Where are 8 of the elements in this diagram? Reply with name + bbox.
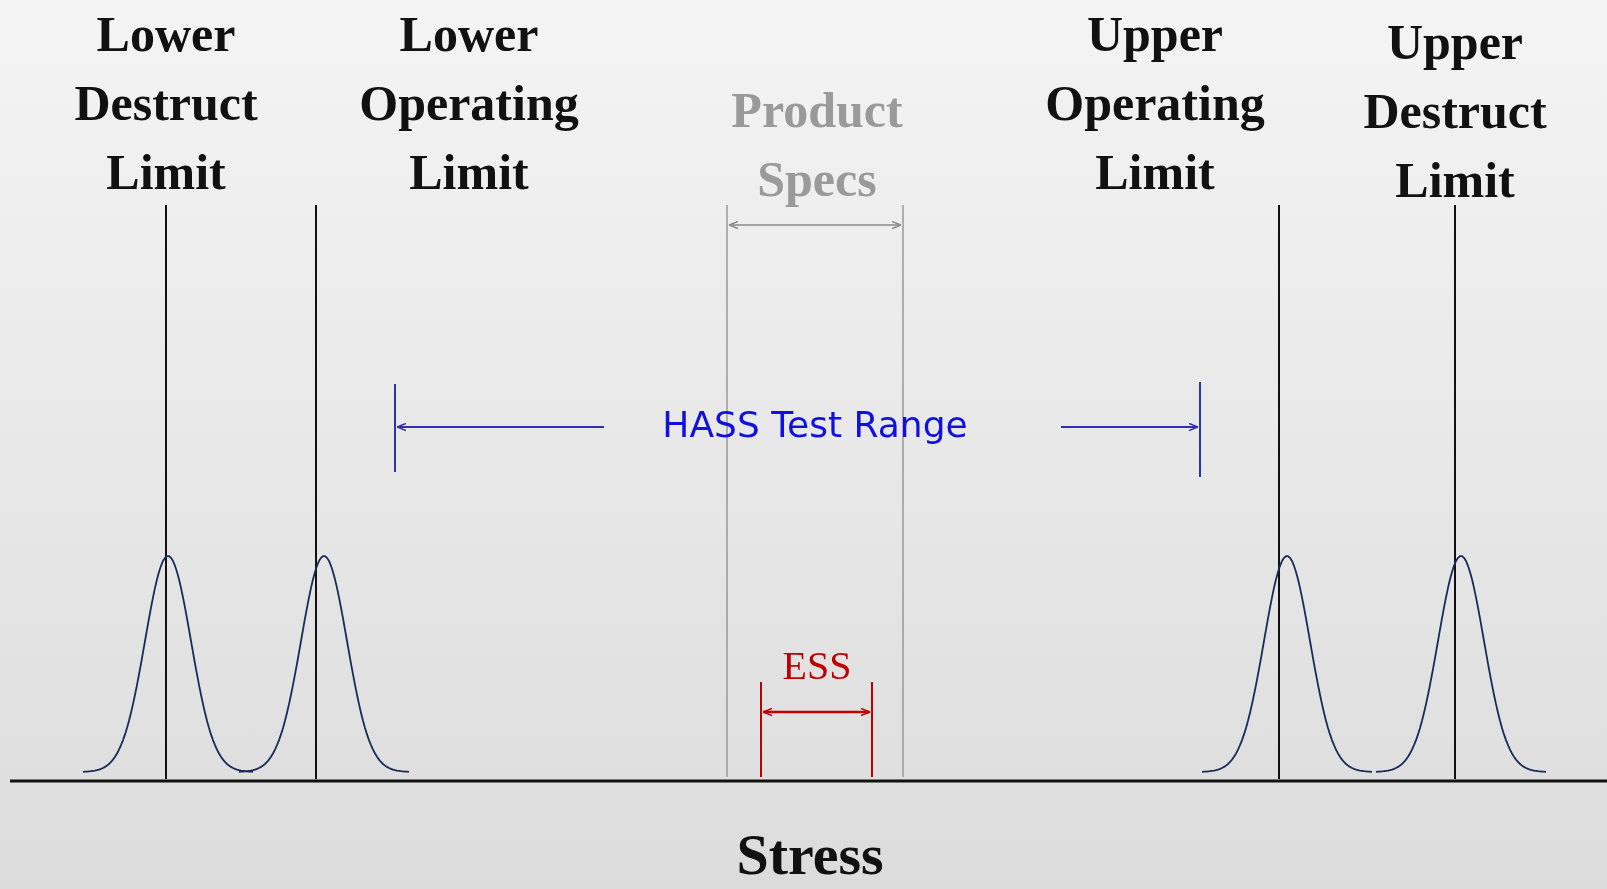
- limit-label: Lower Operating Limit: [359, 5, 579, 202]
- spec-label: Product Specs: [731, 81, 903, 209]
- axis-label: Stress: [736, 821, 884, 889]
- range-label: HASS Test Range: [662, 403, 968, 446]
- limit-label: Upper Operating Limit: [1045, 5, 1265, 202]
- limit-label: Upper Destruct Limit: [1363, 13, 1547, 210]
- limit-label: Lower Destruct Limit: [74, 5, 258, 202]
- range-label: ESS: [782, 642, 852, 690]
